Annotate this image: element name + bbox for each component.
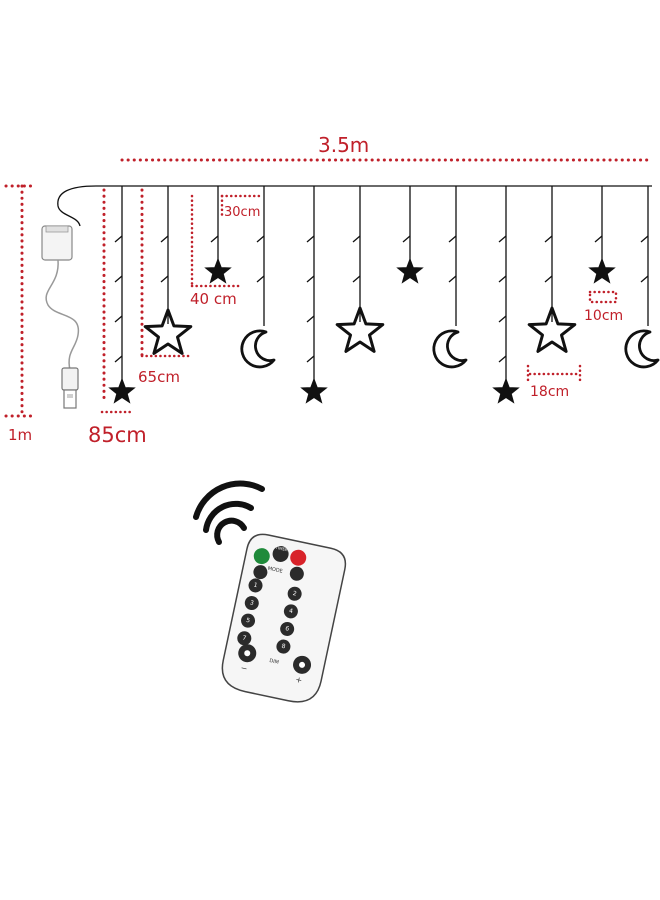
led-bulb [402,235,411,243]
led-bulb [114,275,123,283]
remote-number-label: 4 [288,608,293,616]
remote-number-label: 1 [253,582,258,590]
star-solid-icon [396,257,424,284]
led-bulb [256,275,265,283]
remote-number-button-3[interactable] [243,595,260,612]
spacing-18-label: 18cm [530,384,569,400]
led-bulb [160,275,169,283]
moon-icon [432,329,468,369]
strand-40-label: 40 cm [190,290,237,308]
star-solid-icon [204,257,232,284]
total-width-label: 3.5m [318,133,369,157]
led-bulb [306,355,315,363]
spacing-10-label: 10cm [584,308,623,324]
sun-icon [299,661,306,668]
remote-number-button-7[interactable] [236,630,253,647]
remote-number-label: 3 [249,599,254,607]
remote-number-label: 5 [245,617,250,625]
remote-timer-label: TIMER [274,545,288,553]
remote-number-buttons: 1 2 3 4 5 6 7 8 [236,564,306,655]
remote-number-button-8[interactable] [275,638,292,655]
led-bulb [306,235,315,243]
remote-number-button-6[interactable] [279,621,296,638]
led-bulb [448,235,457,243]
moon-icon [240,329,276,369]
remote-plus-label: + [295,675,303,685]
remote-number-button-2[interactable] [286,585,303,602]
led-bulb [498,235,507,243]
signal-waves-icon [193,480,265,545]
remote-timer-button[interactable] [271,544,290,563]
led-bulb [498,315,507,323]
remote-control: TIMER MODE 1 2 3 4 5 6 7 8 DIM − + [221,533,347,703]
spacing-10-dim-box [588,290,618,304]
usb-plug [61,367,79,409]
height-label: 1m [8,426,32,444]
lead-wire-to-box [57,185,97,227]
led-bulb [640,235,649,243]
led-bulb [498,355,507,363]
sun-icon [244,650,251,657]
remote-number-label: 7 [242,634,247,642]
strand-30-label: 30cm [224,205,260,220]
remote-green-button[interactable] [252,547,271,566]
star-solid-icon [108,377,136,404]
star-solid-icon [588,257,616,284]
remote-number-button-4[interactable] [283,603,300,620]
remote-button[interactable] [289,565,306,582]
strand-65-label: 65cm [138,368,180,386]
led-bulb [160,235,169,243]
battery-box [41,225,80,371]
led-bulb [306,275,315,283]
strand-85-label: 85cm [88,423,147,447]
moon-icon [624,329,660,369]
remote-dim-label: DIM [269,658,280,666]
remote-number-label: 6 [285,625,290,633]
star-outline-icon [143,308,193,355]
remote-number-button-1[interactable] [247,577,264,594]
led-bulb [352,235,361,243]
remote-number-button-5[interactable] [240,612,257,629]
star-outline-icon [527,306,577,353]
led-bulb [114,315,123,323]
led-bulb [498,275,507,283]
led-bulb [306,315,315,323]
remote-minus-label: − [240,663,248,673]
led-bulb [544,275,553,283]
led-bulb [448,275,457,283]
led-bulb [544,235,553,243]
star-solid-icon [492,377,520,404]
led-bulb [256,235,265,243]
star-solid-icon [300,377,328,404]
remote-red-button[interactable] [289,548,308,567]
remote-number-label: 8 [281,643,286,651]
remote-button[interactable] [252,564,269,581]
light-strands [108,186,660,404]
star-outline-icon [335,306,385,353]
remote-number-label: 2 [292,590,297,598]
led-bulb [114,355,123,363]
led-bulb [352,275,361,283]
led-bulb [114,235,123,243]
led-bulb [210,235,219,243]
led-bulb [640,275,649,283]
remote-mode-label: MODE [267,566,283,575]
led-bulb [594,235,603,243]
